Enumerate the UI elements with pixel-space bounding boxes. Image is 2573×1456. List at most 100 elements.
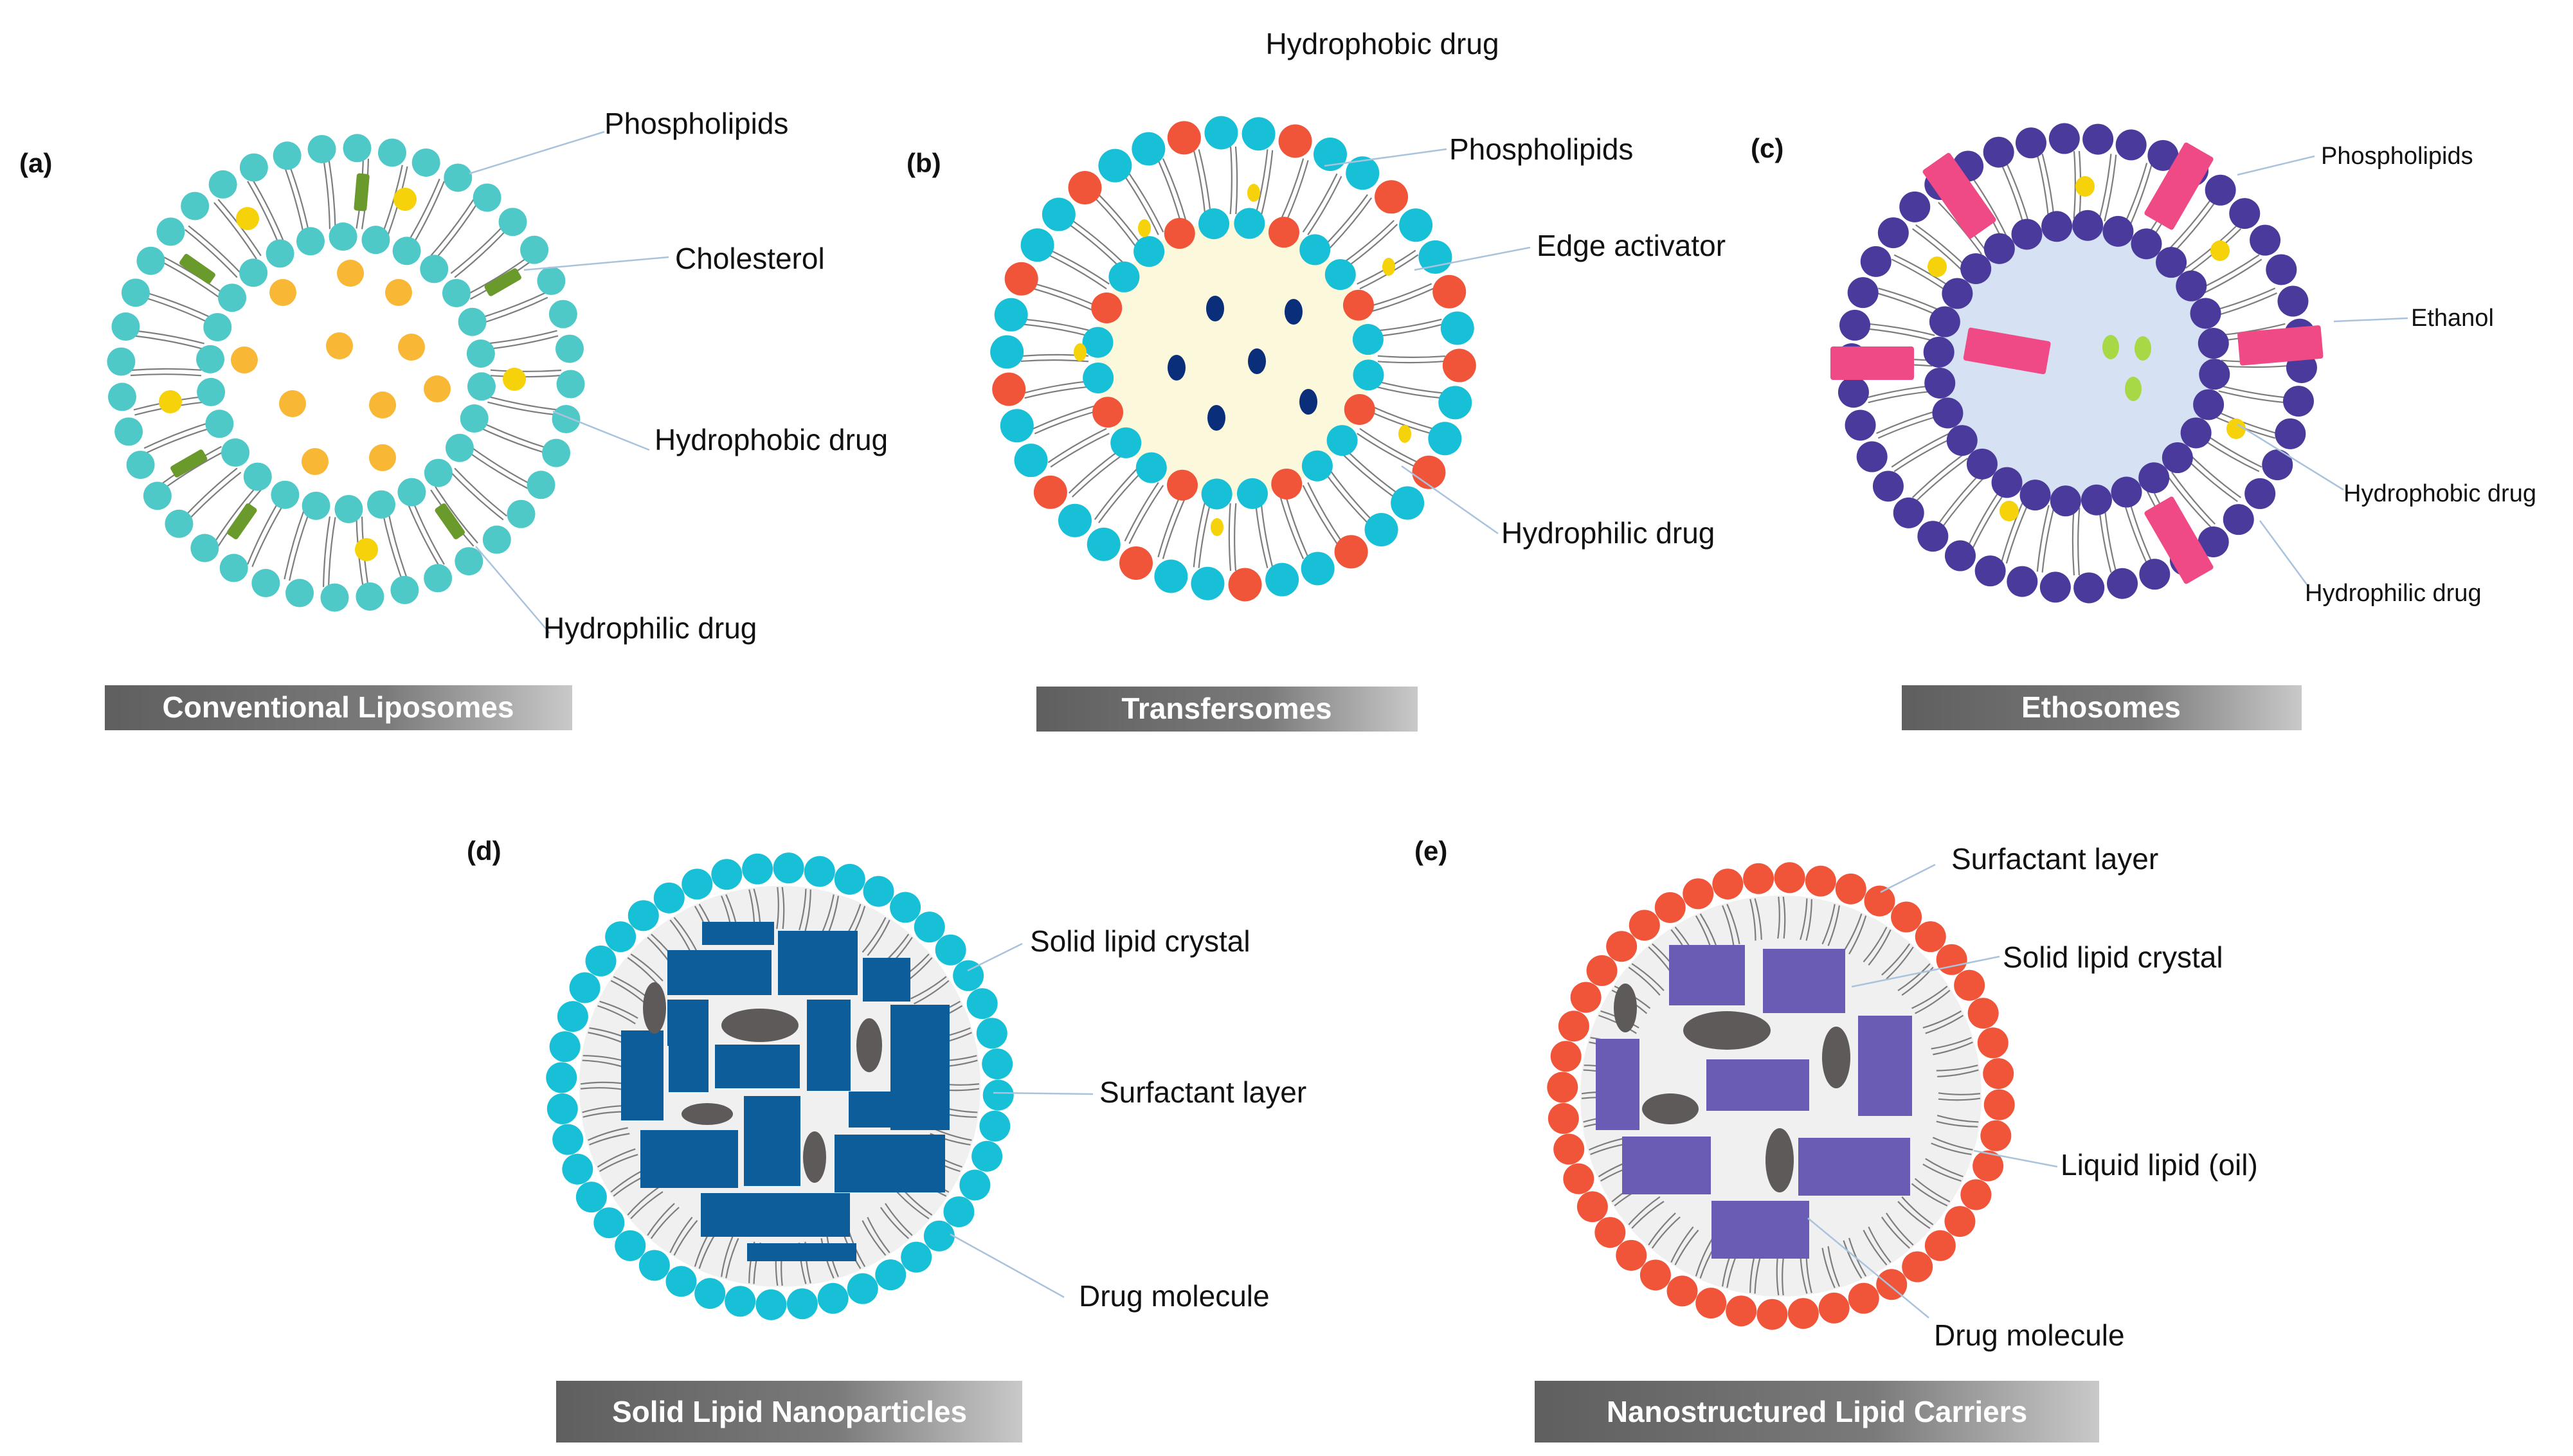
lipid-tail — [1376, 323, 1443, 337]
lipid-tail — [1034, 409, 1099, 435]
lipid-tail — [589, 1133, 630, 1146]
lipid-tail — [880, 1207, 909, 1239]
leader-line — [2237, 155, 2315, 176]
lipid-tail — [669, 1216, 693, 1254]
lipid-tail — [1938, 1092, 1981, 1095]
lipid-head — [1835, 873, 1866, 904]
lipid-tail — [1877, 414, 1942, 439]
lipid-head — [239, 153, 268, 182]
lipid-head — [2073, 572, 2105, 604]
hydrophilic-drug-dot — [337, 260, 364, 287]
lipid-tail — [862, 917, 887, 953]
lipid-tail — [161, 261, 222, 300]
lipid-head — [549, 1031, 581, 1063]
lipid-tail — [328, 157, 336, 229]
lipid-tail — [251, 503, 285, 568]
lipid-tail — [1047, 427, 1107, 463]
lipid-tail — [251, 178, 285, 243]
lipid-tail — [804, 889, 811, 931]
hydrophilic-drug-dot — [2125, 377, 2142, 401]
lipid-head — [2250, 224, 2281, 256]
lipid-tail — [1157, 159, 1182, 224]
lipid-tail — [799, 888, 807, 931]
lipid-head — [411, 148, 440, 177]
lipid-head — [1847, 277, 1879, 309]
lipid-head — [1983, 233, 2015, 264]
lipid-head — [455, 547, 483, 576]
lipid-tail — [184, 467, 238, 517]
lipid-tail — [1827, 905, 1840, 946]
lipid-tail — [2072, 507, 2075, 576]
lipid-head — [2039, 571, 2071, 603]
lipid-head — [239, 258, 268, 287]
lipid-head — [994, 298, 1028, 332]
lipid-head — [2081, 484, 2112, 516]
lipid-tail — [1229, 146, 1232, 215]
lipid-tail — [1931, 1142, 1972, 1155]
lipid-tail — [910, 976, 947, 1000]
panel-a: (a) Phospholipids Cholesterol Hydrophobi… — [19, 107, 888, 730]
lipid-tail — [1359, 427, 1419, 463]
lipid-tail — [1628, 1196, 1661, 1225]
hydrophilic-drug-dot — [398, 334, 425, 361]
lipid-head — [1353, 359, 1384, 391]
lipid-head — [377, 138, 406, 167]
lipid-head — [424, 564, 453, 593]
lipid-tail — [481, 422, 548, 449]
lipid-head — [1092, 397, 1124, 428]
lipid-tail — [582, 1055, 625, 1062]
lipid-tail — [1254, 149, 1268, 216]
lipid-head — [114, 417, 143, 446]
leader-line — [993, 1092, 1094, 1095]
panel-letter-e: (e) — [1414, 836, 1447, 866]
lipid-tail — [450, 225, 504, 274]
lipid-head — [562, 1153, 593, 1185]
panel-title-d: Solid Lipid Nanoparticles — [612, 1395, 967, 1428]
lipid-tail — [454, 229, 508, 278]
label-hydrophilic-drug: Hydrophilic drug — [1501, 516, 1715, 550]
lipid-tail — [1098, 471, 1143, 523]
lipid-head — [575, 1182, 607, 1213]
lipid-tail — [1868, 1227, 1891, 1263]
leader-line — [2333, 317, 2408, 323]
hydrophobic-drug-dot — [2210, 240, 2230, 261]
lipid-tail — [1670, 1226, 1694, 1263]
lipid-head — [556, 370, 585, 399]
lipid-head — [1902, 1251, 1933, 1282]
lipid-head — [2198, 526, 2229, 557]
lipid-head — [251, 569, 280, 598]
lipid-head — [367, 490, 396, 519]
lipid-head — [334, 494, 363, 523]
lipid-tail — [1726, 904, 1740, 944]
lipid-head — [390, 575, 419, 604]
lipid-tail — [435, 202, 479, 260]
drug-molecule — [803, 1131, 826, 1183]
lipid-tail — [862, 1220, 887, 1256]
lipid-tail — [1911, 453, 1965, 498]
lipid-head — [1201, 478, 1232, 510]
lipid-tail — [1897, 963, 1931, 991]
lipid-head — [1412, 455, 1446, 489]
lipid-head — [2011, 219, 2043, 250]
lipid-head — [1364, 513, 1398, 547]
lipid-tail — [1937, 1069, 1979, 1077]
hydrophilic-drug-dot — [369, 444, 396, 471]
lipid-head — [773, 852, 804, 884]
lipid-tail — [130, 373, 202, 377]
lipid-head — [1442, 348, 1476, 382]
label-hydrophobic-drug: Hydrophobic drug — [2343, 480, 2536, 507]
hydrophilic-drug-dot — [1248, 348, 1266, 374]
lipid-head — [1352, 324, 1384, 355]
hydrophobic-drug-dot — [1927, 256, 1947, 277]
lipid-head — [111, 312, 140, 341]
lipid-tail — [1124, 175, 1159, 235]
lipid-tail — [582, 1111, 625, 1118]
lipid-tail — [885, 1203, 913, 1236]
lipid-head — [1083, 362, 1114, 393]
lipid-tail — [580, 1087, 623, 1090]
lipid-head — [243, 462, 272, 491]
lipid-tail — [1915, 458, 1969, 502]
lipid-head — [976, 1018, 1007, 1049]
lipid-head — [585, 945, 617, 976]
